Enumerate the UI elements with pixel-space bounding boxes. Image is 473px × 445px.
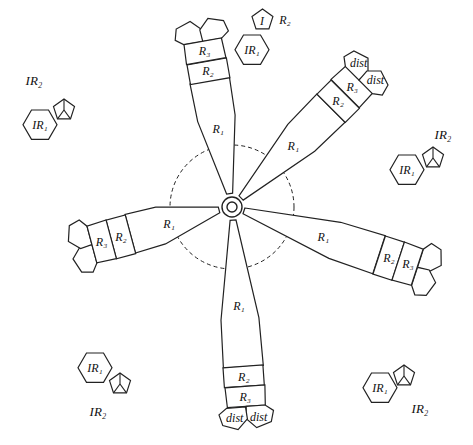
plate-label: dist — [350, 57, 367, 69]
distal-plate — [200, 18, 229, 41]
plate-label: R₃ — [96, 236, 108, 248]
plate-shape — [219, 407, 247, 430]
plate-label: R₂ — [115, 231, 127, 243]
plate: IR₁ — [235, 35, 269, 64]
plate-shape — [246, 405, 274, 428]
plate-shape — [243, 208, 385, 274]
plate-suture — [398, 376, 404, 385]
small-plate — [423, 147, 444, 167]
plate: R₁ — [239, 94, 345, 200]
plate-shape — [239, 94, 345, 200]
small-plate — [394, 365, 415, 385]
plate-suture — [432, 147, 433, 158]
plate-suture — [120, 384, 126, 393]
plate-suture — [404, 376, 410, 385]
plate: IR₁ — [78, 353, 112, 382]
plate-label: I — [260, 15, 264, 27]
plate: R₃ — [87, 220, 116, 263]
plate: dist — [359, 71, 388, 95]
plate: R₃ — [225, 385, 265, 408]
plate-suture — [114, 384, 120, 393]
plate-label: R₃ — [402, 258, 414, 270]
plate-shape — [223, 365, 264, 388]
plate-shape — [87, 220, 116, 263]
plate-label: R₁ — [288, 140, 300, 152]
plate-label: IR₁ — [32, 119, 48, 131]
plate-suture — [403, 365, 404, 376]
plate-shape — [125, 207, 220, 253]
plate-suture — [427, 158, 433, 167]
plate-label: IR₁ — [372, 382, 388, 394]
plate: R₂ — [223, 365, 264, 388]
plate-label: IR₁ — [244, 44, 260, 56]
plate: R₁ — [190, 77, 235, 194]
plate-shape — [78, 353, 112, 382]
plate-label: IR₂ — [90, 405, 107, 418]
center-ring-inner — [227, 202, 237, 212]
plate-label: dist — [250, 411, 267, 423]
plate-label: R₁ — [318, 231, 330, 243]
plate-shape — [235, 35, 269, 64]
plate: IR₁ — [23, 110, 57, 139]
plate-shape — [221, 220, 263, 368]
plate-label: R₁ — [212, 123, 224, 135]
plate-label: R₁ — [233, 300, 245, 312]
distal-plate — [175, 21, 203, 45]
plate: R₁ — [243, 208, 385, 274]
plate: R₁ — [221, 220, 263, 368]
plate-shape — [390, 155, 424, 184]
plate-shape — [392, 242, 423, 285]
plate-label: IR₂ — [412, 402, 429, 415]
plate-suture — [63, 99, 64, 110]
small-plate — [54, 99, 75, 119]
plate: IR₂ — [252, 9, 273, 29]
plate-label: R₂ — [383, 252, 395, 264]
plate: IR₁ — [363, 373, 397, 402]
plate-label: dist — [367, 74, 384, 86]
plate-label: R₃ — [346, 81, 358, 93]
plate-shape — [225, 385, 265, 408]
plate-label: IR₂ — [435, 128, 452, 141]
plate: IR₁ — [390, 155, 424, 184]
plate-label: IR₁ — [399, 164, 415, 176]
plate-label: R₂ — [238, 371, 250, 383]
plate-outline — [190, 77, 235, 194]
plate-label: R₁ — [163, 218, 175, 230]
plate-label: R₃ — [239, 391, 251, 403]
plate-label: dist — [226, 412, 243, 424]
plate-shape — [23, 110, 57, 139]
plate-suture — [433, 158, 439, 167]
plate-label: R₂ — [279, 14, 291, 26]
plate-outline — [125, 207, 220, 253]
small-plate — [110, 373, 131, 393]
plate: R₃ — [392, 242, 423, 285]
plate-shape — [359, 71, 388, 95]
plate-shape — [363, 373, 397, 402]
plate: R₃ — [184, 38, 226, 64]
plate-suture — [64, 110, 70, 119]
plate-label: IR₂ — [26, 74, 43, 87]
distal-plate — [68, 220, 92, 249]
plate-outline — [243, 208, 385, 274]
plate-label: R₂ — [202, 65, 214, 77]
plate-label: R₂ — [332, 95, 344, 107]
plate-suture — [58, 110, 64, 119]
plate-shape — [190, 77, 235, 194]
plate-shape — [184, 38, 226, 65]
plate-outline — [221, 220, 263, 368]
plate-label: IR₁ — [87, 362, 103, 374]
plate-suture — [119, 373, 120, 384]
plate-shape — [252, 9, 273, 29]
center-ring — [222, 197, 242, 217]
plate-label: R₃ — [199, 45, 211, 57]
plate: dist — [219, 407, 247, 430]
plate: R₁ — [125, 207, 220, 253]
plate: dist — [246, 405, 274, 428]
